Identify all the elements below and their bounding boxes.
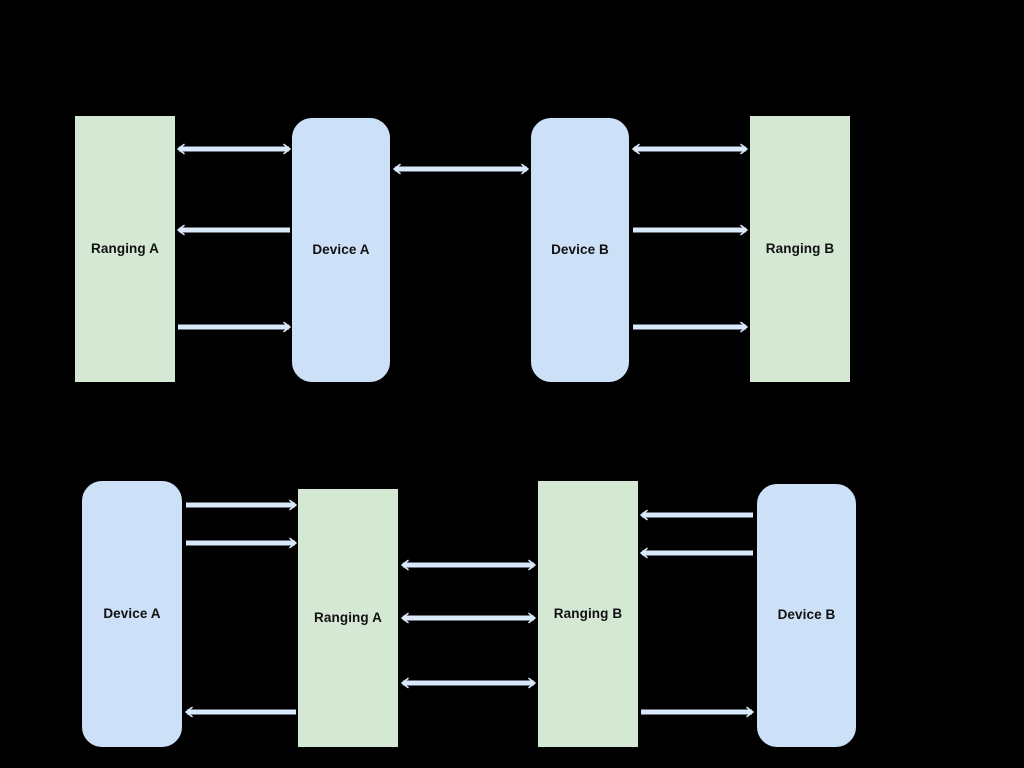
arrow-bot-m1 [401, 558, 536, 572]
node-bot-device-b[interactable]: Device B [757, 484, 856, 747]
arrow-glyph [186, 499, 297, 511]
arrow-glyph [641, 706, 754, 718]
arrow-bot-b1 [640, 508, 753, 522]
arrow-glyph [401, 612, 536, 624]
node-label: Device B [777, 607, 836, 623]
arrow-glyph [640, 547, 753, 559]
node-label: Ranging A [314, 609, 382, 625]
arrow-bot-a1 [186, 498, 297, 512]
arrow-bot-m3 [401, 676, 536, 690]
arrow-bot-b3 [641, 705, 754, 719]
node-label: Ranging B [553, 605, 623, 621]
arrow-bot-m2 [401, 611, 536, 625]
node-bot-device-a[interactable]: Device A [82, 481, 182, 747]
node-label: Device A [103, 605, 161, 621]
arrow-bot-a3 [185, 705, 296, 719]
arrow-bot-a2 [186, 536, 297, 550]
node-bot-ranging-a[interactable]: Ranging A [298, 489, 398, 747]
arrow-glyph [640, 509, 753, 521]
node-bot-ranging-b[interactable]: Ranging B [538, 481, 638, 747]
arrow-glyph [186, 537, 297, 549]
arrow-glyph [185, 706, 296, 718]
arrow-glyph [401, 677, 536, 689]
arrow-glyph [401, 559, 536, 571]
arrow-bot-b2 [640, 546, 753, 560]
